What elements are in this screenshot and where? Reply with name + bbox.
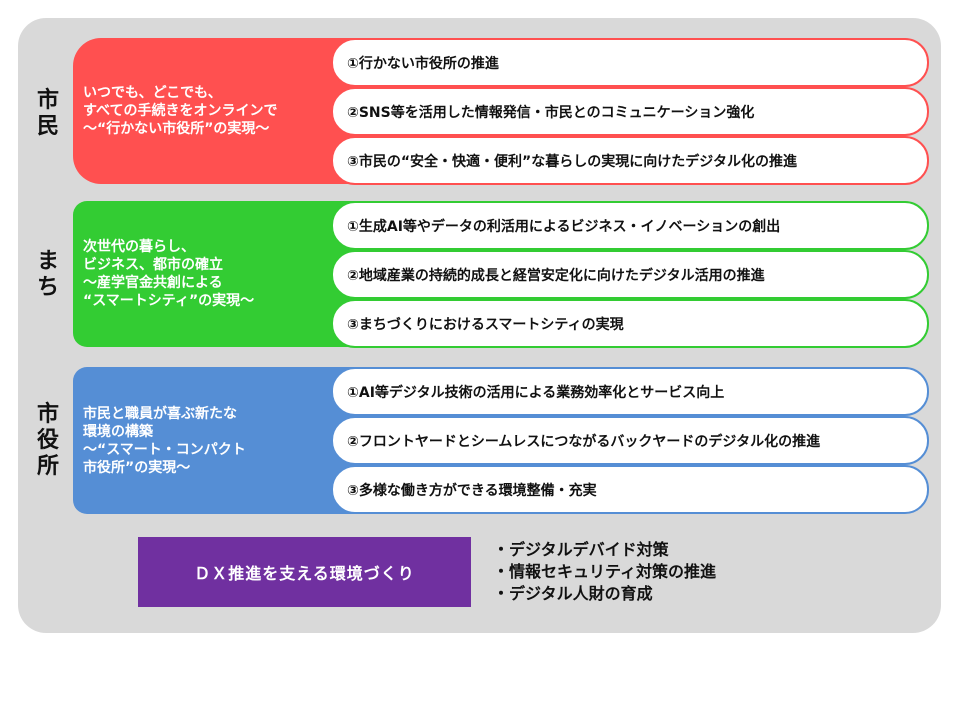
initiative-text: ②地域産業の持続的成長と経営安定化に向けたデジタル活用の推進 (347, 267, 765, 284)
vision-line: すべての手続きをオンラインで (83, 103, 278, 119)
initiative-citizen-3: ③市民の“安全・快適・便利”な暮らしの実現に向けたデジタル化の推進 (331, 136, 929, 185)
vision-line: “スマートシティ”の実現～ (83, 293, 255, 309)
dx-foundation-list: ・デジタルデバイド対策 ・情報セキュリティ対策の推進 ・デジタル人財の育成 (493, 539, 716, 605)
vision-line: ～産学官金共創による (83, 275, 223, 291)
vision-text: いつでも、どこでも、 すべての手続きをオンラインで ～“行かない市役所”の実現～ (83, 38, 333, 184)
initiative-cityhall-3: ③多様な働き方ができる環境整備・充実 (331, 465, 929, 514)
category-label-cityhall: 市 役 所 (28, 402, 68, 480)
dx-foundation-box: ＤＸ推進を支える環境づくり (138, 537, 471, 607)
label-char: 市 (36, 88, 59, 113)
dx-bullet: ・情報セキュリティ対策の推進 (493, 562, 717, 581)
category-label-citizen: 市 民 (28, 88, 68, 140)
label-char: 役 (36, 428, 59, 453)
initiative-town-1: ①生成AI等やデータの利活用によるビジネス・イノベーションの創出 (331, 201, 929, 250)
initiative-citizen-1: ①行かない市役所の推進 (331, 38, 929, 87)
dx-bullet: ・デジタルデバイド対策 (493, 540, 669, 559)
label-char: 市 (36, 402, 59, 427)
vision-line: ～“行かない市役所”の実現～ (83, 121, 270, 137)
initiative-text: ①生成AI等やデータの利活用によるビジネス・イノベーションの創出 (347, 218, 781, 235)
vision-line: ～“スマート・コンパクト (83, 441, 246, 458)
initiative-citizen-2: ②SNS等を活用した情報発信・市民とのコミュニケーション強化 (331, 87, 929, 136)
vision-line: ビジネス、都市の確立 (83, 257, 223, 273)
vision-line: 市役所”の実現～ (83, 459, 191, 476)
initiative-text: ③市民の“安全・快適・便利”な暮らしの実現に向けたデジタル化の推進 (347, 153, 797, 170)
initiative-text: ①AI等デジタル技術の活用による業務効率化とサービス向上 (347, 384, 725, 401)
initiative-text: ①行かない市役所の推進 (347, 55, 499, 72)
label-char: ま (36, 249, 59, 274)
vision-text: 次世代の暮らし、 ビジネス、都市の確立 ～産学官金共創による “スマートシティ”… (83, 201, 333, 347)
initiative-text: ③まちづくりにおけるスマートシティの実現 (347, 316, 624, 333)
initiative-cityhall-2: ②フロントヤードとシームレスにつながるバックヤードのデジタル化の推進 (331, 416, 929, 465)
initiative-cityhall-1: ①AI等デジタル技術の活用による業務効率化とサービス向上 (331, 367, 929, 416)
vision-line: 次世代の暮らし、 (83, 239, 195, 255)
initiative-text: ③多様な働き方ができる環境整備・充実 (347, 482, 597, 499)
initiative-town-2: ②地域産業の持続的成長と経営安定化に向けたデジタル活用の推進 (331, 250, 929, 299)
vision-line: 市民と職員が喜ぶ新たな (83, 405, 237, 422)
dx-bullet: ・デジタル人財の育成 (493, 584, 653, 603)
vision-line: いつでも、どこでも、 (83, 85, 222, 101)
label-char: ち (36, 275, 59, 300)
initiative-text: ②フロントヤードとシームレスにつながるバックヤードのデジタル化の推進 (347, 433, 821, 450)
label-char: 民 (36, 114, 59, 139)
category-label-town: ま ち (28, 249, 68, 301)
initiative-town-3: ③まちづくりにおけるスマートシティの実現 (331, 299, 929, 348)
vision-line: 環境の構築 (83, 423, 153, 440)
vision-text: 市民と職員が喜ぶ新たな 環境の構築 ～“スマート・コンパクト 市役所”の実現～ (83, 367, 333, 514)
label-char: 所 (36, 454, 59, 479)
dx-foundation-title: ＤＸ推進を支える環境づくり (194, 564, 415, 583)
initiative-text: ②SNS等を活用した情報発信・市民とのコミュニケーション強化 (347, 104, 755, 121)
